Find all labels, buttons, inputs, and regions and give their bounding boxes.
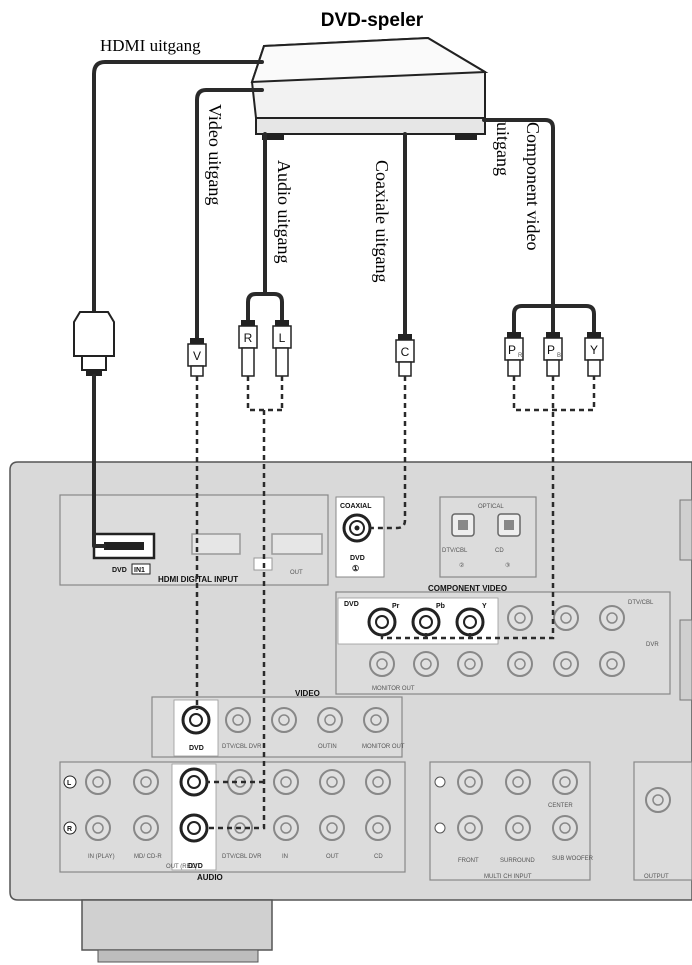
svg-text:OUT: OUT xyxy=(326,854,339,860)
svg-text:COAXIAL: COAXIAL xyxy=(340,503,372,510)
device-title: DVD-speler xyxy=(321,10,424,31)
coax-plug: C xyxy=(395,334,415,377)
svg-text:DTV/CBL: DTV/CBL xyxy=(442,548,468,554)
component-cable xyxy=(482,118,555,298)
svg-text:CENTER: CENTER xyxy=(548,803,573,809)
svg-text:OUTIN: OUTIN xyxy=(318,744,337,750)
svg-text:DTV/CBL DVR: DTV/CBL DVR xyxy=(222,744,262,750)
svg-text:DVD: DVD xyxy=(344,601,359,608)
video-section: VIDEO DVD DTV/CBL DVR OUTIN MONITOR OUT xyxy=(151,689,405,758)
component-plug-pr: P R xyxy=(504,332,524,377)
hdmi-out-label: OUT xyxy=(290,570,303,576)
svg-text:IN (PLAY): IN (PLAY) xyxy=(88,854,115,860)
hdmi-connection xyxy=(92,374,106,548)
audio-plug-right: R xyxy=(238,320,258,377)
dvd-player xyxy=(250,36,489,140)
svg-text:OUT (REC): OUT (REC) xyxy=(166,864,197,870)
component-output-label-2: uitgang xyxy=(493,122,513,176)
hdmi-dvd-label: DVD xyxy=(112,567,127,574)
svg-text:③: ③ xyxy=(505,562,510,569)
video-cable xyxy=(195,88,264,342)
svg-text:FRONT: FRONT xyxy=(458,858,479,864)
svg-text:MONITOR OUT: MONITOR OUT xyxy=(372,686,415,692)
hdmi-plug xyxy=(73,311,115,376)
audio-r-connection xyxy=(246,376,282,412)
svg-text:DTV/CBL DVR: DTV/CBL DVR xyxy=(222,854,262,860)
svg-text:DVR: DVR xyxy=(646,642,659,648)
multi-ch-section: CENTER FRONT SURROUND SUB WOOFER MULTI C… xyxy=(429,761,594,881)
svg-text:Y: Y xyxy=(482,603,487,610)
hdmi-input-label: HDMI DIGITAL INPUT xyxy=(158,575,238,584)
svg-text:MULTI CH INPUT: MULTI CH INPUT xyxy=(484,874,532,880)
output-section: OUTPUT xyxy=(633,761,692,881)
svg-text:Pr: Pr xyxy=(392,603,400,610)
optical-section: OPTICAL DTV/CBL CD ② ③ xyxy=(439,496,537,578)
audio-l-connection xyxy=(206,376,284,830)
component-plug-pb: P B xyxy=(543,332,563,377)
component-plug-y: Y xyxy=(584,332,604,377)
svg-text:MD/ CD-R: MD/ CD-R xyxy=(134,854,162,860)
audio-section-label: AUDIO xyxy=(197,873,223,882)
svg-text:SURROUND: SURROUND xyxy=(500,858,535,864)
svg-text:①: ① xyxy=(352,564,359,573)
svg-text:DVD: DVD xyxy=(188,863,203,870)
svg-text:R: R xyxy=(67,826,72,833)
svg-text:L: L xyxy=(279,331,286,345)
hdmi-in1-label: IN1 xyxy=(134,567,145,574)
svg-text:DVD: DVD xyxy=(350,555,365,562)
component-video-section: COMPONENT VIDEO DVD Pr Pb Y DTV/CBL DVR xyxy=(335,584,671,695)
audio-section: L R IN (PLAY) MD/ CD-R O xyxy=(59,761,406,882)
svg-text:SUB WOOFER: SUB WOOFER xyxy=(552,856,594,862)
audio-output-label: Audio uitgang xyxy=(274,160,294,264)
video-output-label: Video uitgang xyxy=(205,104,225,205)
hdmi-output-label: HDMI uitgang xyxy=(100,36,201,55)
svg-text:P: P xyxy=(547,343,555,357)
svg-text:P: P xyxy=(508,343,516,357)
svg-text:Pb: Pb xyxy=(436,603,445,610)
hdmi-section: DVD IN1 OUT HDMI DIGITAL INPUT xyxy=(59,494,329,586)
svg-text:OUTPUT: OUTPUT xyxy=(644,874,669,880)
svg-text:Y: Y xyxy=(590,343,598,357)
svg-text:DVD: DVD xyxy=(189,745,204,752)
svg-text:B: B xyxy=(557,353,561,359)
hdmi-cable xyxy=(92,60,264,322)
coaxial-section: COAXIAL DVD ① xyxy=(335,496,385,578)
component-video-label: COMPONENT VIDEO xyxy=(428,584,507,593)
svg-text:R: R xyxy=(518,353,523,359)
video-plug: V xyxy=(187,338,207,377)
audio-plug-left: L xyxy=(272,320,292,377)
video-section-label: VIDEO xyxy=(295,689,320,698)
component-cable-split xyxy=(512,294,596,336)
svg-text:C: C xyxy=(401,345,410,359)
coax-connection xyxy=(370,376,407,530)
component-output-label-1: Component video xyxy=(523,122,543,251)
svg-text:IN: IN xyxy=(282,854,288,860)
svg-text:L: L xyxy=(67,780,72,787)
svg-text:OPTICAL: OPTICAL xyxy=(478,504,504,510)
svg-text:CD: CD xyxy=(495,548,504,554)
audio-cable-split xyxy=(246,292,284,324)
svg-text:DTV/CBL: DTV/CBL xyxy=(628,600,654,606)
svg-text:②: ② xyxy=(459,562,464,569)
svg-text:R: R xyxy=(244,331,253,345)
svg-text:V: V xyxy=(193,349,201,363)
svg-text:CD: CD xyxy=(374,854,383,860)
coax-output-label: Coaxiale uitgang xyxy=(372,160,392,282)
svg-text:MONITOR OUT: MONITOR OUT xyxy=(362,744,405,750)
component-connection xyxy=(380,376,596,640)
